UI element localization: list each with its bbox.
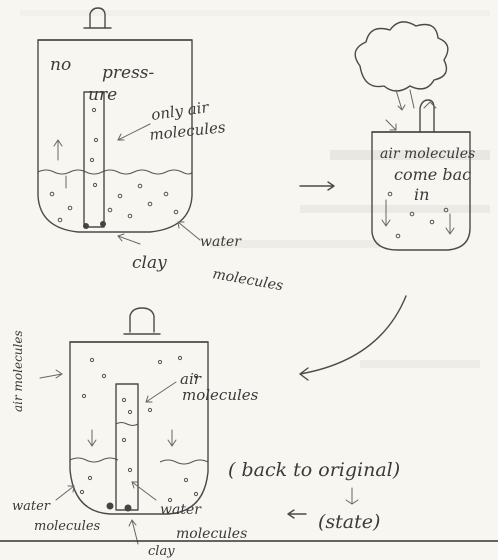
panel-3-clay-dot	[106, 502, 114, 510]
arrow-caption-to-panel-3	[287, 509, 307, 519]
arrow-panel-2-to-3	[299, 295, 407, 381]
panel-3-water-line-right	[159, 459, 209, 465]
panel-1-clay-dot	[100, 221, 106, 227]
panel-1-knob	[89, 7, 106, 29]
panel-1-water-line	[37, 169, 193, 175]
panel-3-label-water-left-1: water	[12, 499, 51, 514]
panel-2-down-arrow-2	[445, 213, 455, 235]
panel-3-pointers	[39, 369, 177, 545]
bleed-through-texture	[20, 10, 490, 368]
panel-2-label-1: air molecules	[380, 146, 475, 162]
panel-3-knob	[129, 307, 155, 333]
panel-3-label-water-right-1: water	[160, 502, 202, 518]
panel-3-label-air-2: molecules	[182, 386, 259, 404]
panel-1-label-clay: clay	[132, 253, 167, 273]
panel-3-label-air-1: air	[180, 370, 202, 388]
panel-3-down-arrow-left	[87, 429, 97, 447]
panel-2-knob-arrow	[423, 101, 437, 109]
panel-2-in-arrow	[385, 119, 397, 131]
side-air-arrow	[39, 369, 63, 379]
water-right-arrow	[131, 481, 157, 501]
panel-3-tube-water-line	[115, 421, 139, 427]
panel-2-jar-outline	[371, 131, 471, 251]
panel-1-water-molecules	[49, 183, 179, 223]
clay-pointer-arrow	[117, 233, 141, 245]
panel-1-pointers	[117, 123, 201, 245]
panel-3-label-clay: clay	[148, 544, 175, 559]
cloud-arrow-2	[409, 89, 415, 109]
panel-1-up-arrow	[53, 139, 63, 161]
panel-2-molecules	[387, 191, 449, 239]
panel-1-tube	[83, 91, 105, 228]
panel-2-label-3: in	[414, 185, 429, 204]
panel-1-jar	[37, 7, 193, 233]
panel-3-down-arrow-right	[167, 429, 177, 447]
panel-2-label-2: come bac	[394, 165, 471, 184]
panel-3-water-line-left	[69, 457, 119, 463]
panel-3-label-water-left-2: molecules	[34, 519, 101, 534]
cloud-arrow-1	[395, 89, 406, 111]
panel-1-label-water-1: water	[200, 234, 242, 250]
panel-2-jar	[371, 99, 471, 251]
caption-line-1: ( back to original)	[228, 459, 400, 481]
panel-3-label-water-right-2: molecules	[176, 526, 247, 542]
water-left-arrow	[55, 485, 75, 501]
panel-2-down-arrow	[381, 199, 391, 227]
panel-1-clay-dot	[83, 223, 89, 229]
clay-arrow	[128, 519, 139, 545]
caption-arrow	[345, 487, 359, 505]
panel-1-jar-outline	[37, 39, 193, 233]
panel-3-tube	[115, 383, 139, 511]
panel-1-air-molecules	[89, 107, 99, 188]
panel-3-molecules	[79, 355, 199, 503]
air-pointer-arrow	[117, 123, 151, 141]
panel-1-label-pressure-1: press-	[102, 63, 155, 83]
panel-1-label-water-2: molecules	[211, 266, 284, 294]
panel-1-label-pressure-2: ure	[88, 85, 117, 105]
panel-3-side-label: air molecules	[11, 330, 25, 412]
panel-1-label-top: no	[50, 55, 71, 75]
panel-2-cloud	[354, 21, 449, 111]
water-pointer-arrow	[177, 221, 201, 241]
caption-line-2: (state)	[318, 511, 380, 533]
arrow-panel-1-to-2	[299, 181, 335, 191]
air-pointer-arrow	[145, 381, 177, 403]
panel-3-jar	[69, 307, 209, 515]
panel-3-clay-dot	[124, 504, 132, 512]
panel-3-jar-outline	[69, 341, 209, 515]
